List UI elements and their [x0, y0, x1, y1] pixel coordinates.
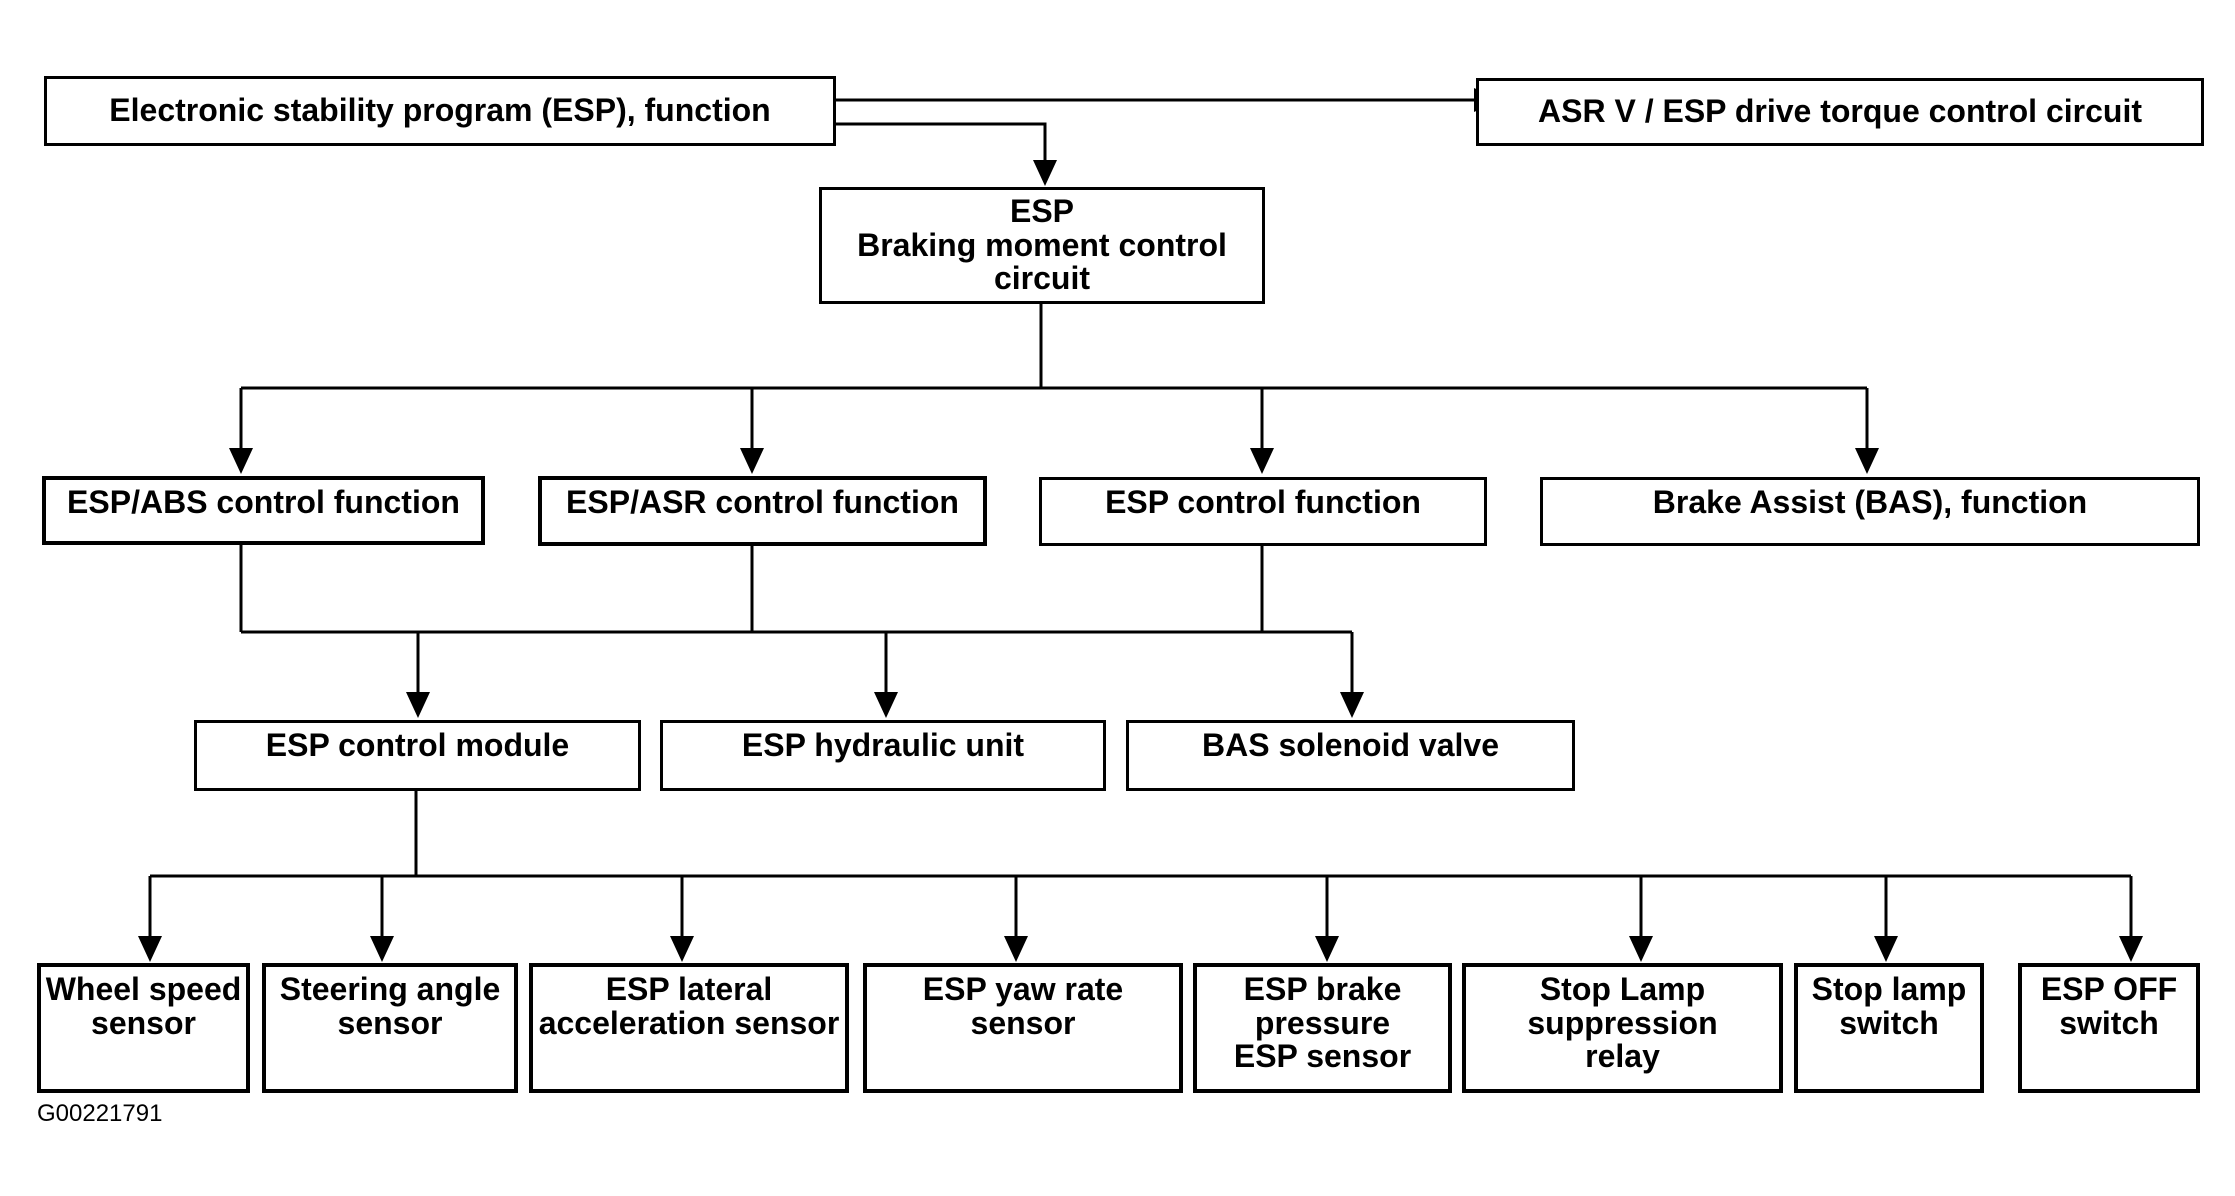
stop-lamp-suppression-relay-box: Stop Lamp suppression relay: [1462, 963, 1783, 1093]
esp-control-function-box: ESP control function: [1039, 477, 1487, 546]
arrowhead-stop-lamp-switch: [1874, 936, 1898, 962]
arrowhead-bas-function: [1855, 448, 1879, 474]
arrowhead-esp-asr: [740, 448, 764, 474]
asr-torque-control-box: ASR V / ESP drive torque control circuit: [1476, 78, 2204, 146]
bas-solenoid-valve-box: BAS solenoid valve: [1126, 720, 1575, 791]
esp-function-box: Electronic stability program (ESP), func…: [44, 76, 836, 146]
arrowhead-braking: [1033, 160, 1057, 186]
yaw-rate-sensor-label: ESP yaw rate sensor: [922, 971, 1124, 1041]
lateral-acceleration-sensor-label: ESP lateral acceleration sensor: [538, 971, 840, 1041]
steering-angle-sensor-label: Steering angle sensor: [279, 971, 501, 1041]
yaw-rate-sensor-box: ESP yaw rate sensor: [863, 963, 1183, 1093]
esp-control-module-label: ESP control module: [265, 727, 570, 763]
esp-control-function-label: ESP control function: [1105, 484, 1421, 520]
connector-esp-to-braking: [835, 122, 1047, 175]
arrowhead-hydraulic-unit: [874, 692, 898, 718]
esp-hydraulic-unit-box: ESP hydraulic unit: [660, 720, 1106, 791]
steering-angle-sensor-box: Steering angle sensor: [262, 963, 518, 1093]
bas-function-box: Brake Assist (BAS), function: [1540, 477, 2200, 546]
arrowhead-brake-pressure: [1315, 936, 1339, 962]
asr-torque-control-label: ASR V / ESP drive torque control circuit: [1538, 93, 2142, 130]
esp-function-label: Electronic stability program (ESP), func…: [109, 92, 771, 129]
arrowhead-esp-control-function: [1250, 448, 1274, 474]
stop-lamp-suppression-relay-label: Stop Lamp suppression relay: [1527, 971, 1718, 1075]
arrowhead-yaw-rate: [1004, 936, 1028, 962]
wheel-speed-sensor-label: Wheel speed sensor: [45, 971, 242, 1041]
brake-pressure-sensor-box: ESP brake pressure ESP sensor: [1193, 963, 1452, 1093]
bas-solenoid-valve-label: BAS solenoid valve: [1202, 727, 1499, 763]
esp-hydraulic-unit-label: ESP hydraulic unit: [741, 727, 1025, 763]
braking-moment-control-label: ESP Braking moment control circuit: [857, 193, 1227, 297]
arrowhead-steering-angle: [370, 936, 394, 962]
figure-id: G00221791: [37, 1100, 163, 1127]
esp-off-switch-box: ESP OFF switch: [2018, 963, 2200, 1093]
arrowhead-bas-valve: [1340, 692, 1364, 718]
esp-asr-control-function-label: ESP/ASR control function: [566, 484, 959, 520]
wheel-speed-sensor-box: Wheel speed sensor: [37, 963, 250, 1093]
stop-lamp-switch-box: Stop lamp switch: [1794, 963, 1984, 1093]
braking-moment-control-box: ESP Braking moment control circuit: [819, 187, 1265, 304]
arrowhead-esp-abs: [229, 448, 253, 474]
arrowhead-lateral-accel: [670, 936, 694, 962]
lateral-acceleration-sensor-box: ESP lateral acceleration sensor: [529, 963, 849, 1093]
esp-asr-control-function-box: ESP/ASR control function: [538, 476, 987, 546]
brake-pressure-sensor-label: ESP brake pressure ESP sensor: [1233, 971, 1412, 1075]
esp-abs-control-function-box: ESP/ABS control function: [42, 476, 485, 545]
arrowhead-stop-lamp-relay: [1629, 936, 1653, 962]
arrowhead-esp-off-switch: [2119, 936, 2143, 962]
arrowhead-wheel-speed: [138, 936, 162, 962]
esp-off-switch-label: ESP OFF switch: [2040, 971, 2178, 1041]
arrowhead-control-module: [406, 692, 430, 718]
stop-lamp-switch-label: Stop lamp switch: [1811, 971, 1967, 1041]
bas-function-label: Brake Assist (BAS), function: [1652, 484, 2088, 520]
esp-abs-control-function-label: ESP/ABS control function: [67, 484, 460, 520]
esp-control-module-box: ESP control module: [194, 720, 641, 791]
